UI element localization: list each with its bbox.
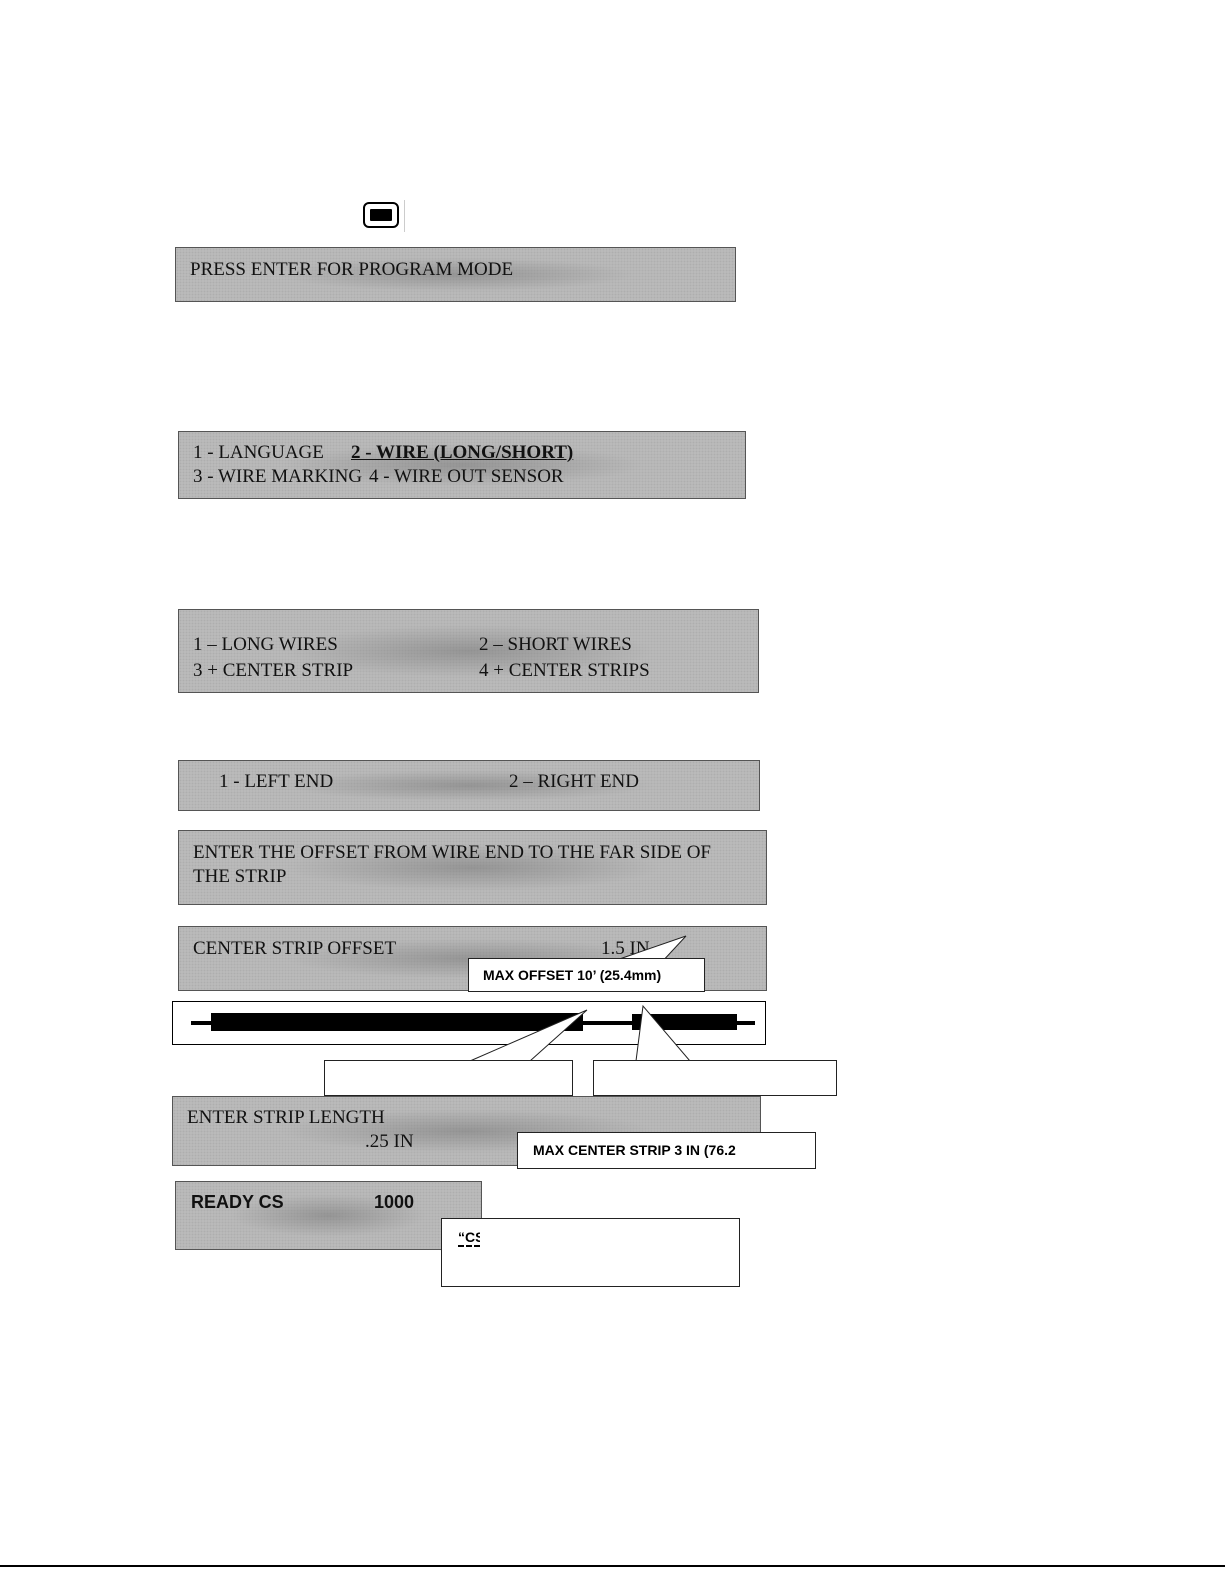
callout-max-offset: MAX OFFSET 10’ (25.4mm) (468, 958, 705, 992)
callout-cs: “CS (441, 1218, 740, 1287)
strip-length-value: .25 IN (365, 1131, 414, 1152)
strip-length-label: ENTER STRIP LENGTH (187, 1107, 385, 1128)
option-center-strips: 4 + CENTER STRIPS (479, 660, 650, 681)
enter-key-icon (363, 202, 399, 228)
lcd-main-menu: 1 - LANGUAGE 2 - WIRE (LONG/SHORT) 3 - W… (178, 431, 746, 499)
callout-cs-text: “CS (458, 1229, 480, 1247)
offset-label: CENTER STRIP OFFSET (193, 938, 397, 959)
page-bottom-rule (0, 1565, 1225, 1567)
option-right-end: 2 – RIGHT END (509, 771, 640, 792)
divider (404, 200, 405, 232)
menu-item-wire-out-sensor: 4 - WIRE OUT SENSOR (369, 466, 564, 487)
menu-item-wire-marking: 3 - WIRE MARKING (193, 466, 363, 487)
option-short-wires: 2 – SHORT WIRES (479, 634, 632, 655)
lcd-wire-type: 1 – LONG WIRES 2 – SHORT WIRES 3 + CENTE… (178, 609, 759, 693)
callout-empty-left (324, 1060, 573, 1096)
ready-count: 1000 (374, 1192, 415, 1212)
option-left-end: 1 - LEFT END (219, 771, 334, 792)
lcd-text: PRESS ENTER FOR PROGRAM MODE (190, 259, 514, 280)
option-center-strip: 3 + CENTER STRIP (193, 660, 354, 681)
wire-insulation-left (211, 1013, 583, 1031)
lcd-offset-instruction: ENTER THE OFFSET FROM WIRE END TO THE FA… (178, 830, 767, 905)
lcd-end-select: 1 - LEFT END 2 – RIGHT END (178, 760, 760, 811)
menu-item-wire: 2 - WIRE (LONG/SHORT) (351, 442, 574, 463)
ready-label: READY CS (191, 1192, 284, 1212)
wire-lead-right (737, 1021, 755, 1025)
callout-max-center-strip: MAX CENTER STRIP 3 IN (76.2 (517, 1132, 816, 1169)
option-long-wires: 1 – LONG WIRES (193, 634, 338, 655)
lcd-program-mode: PRESS ENTER FOR PROGRAM MODE (175, 247, 736, 302)
instruction-line-1: ENTER THE OFFSET FROM WIRE END TO THE FA… (193, 842, 711, 863)
lcd-ready: READY CS 1000 (175, 1181, 482, 1250)
wire-lead-left (191, 1021, 211, 1025)
callout-max-offset-text: MAX OFFSET 10’ (25.4mm) (483, 967, 662, 983)
callout-max-center-strip-text: MAX CENTER STRIP 3 IN (76.2 (533, 1142, 736, 1158)
menu-item-language: 1 - LANGUAGE (193, 442, 324, 463)
instruction-line-2: THE STRIP (193, 866, 287, 887)
callout-empty-right (593, 1060, 837, 1096)
